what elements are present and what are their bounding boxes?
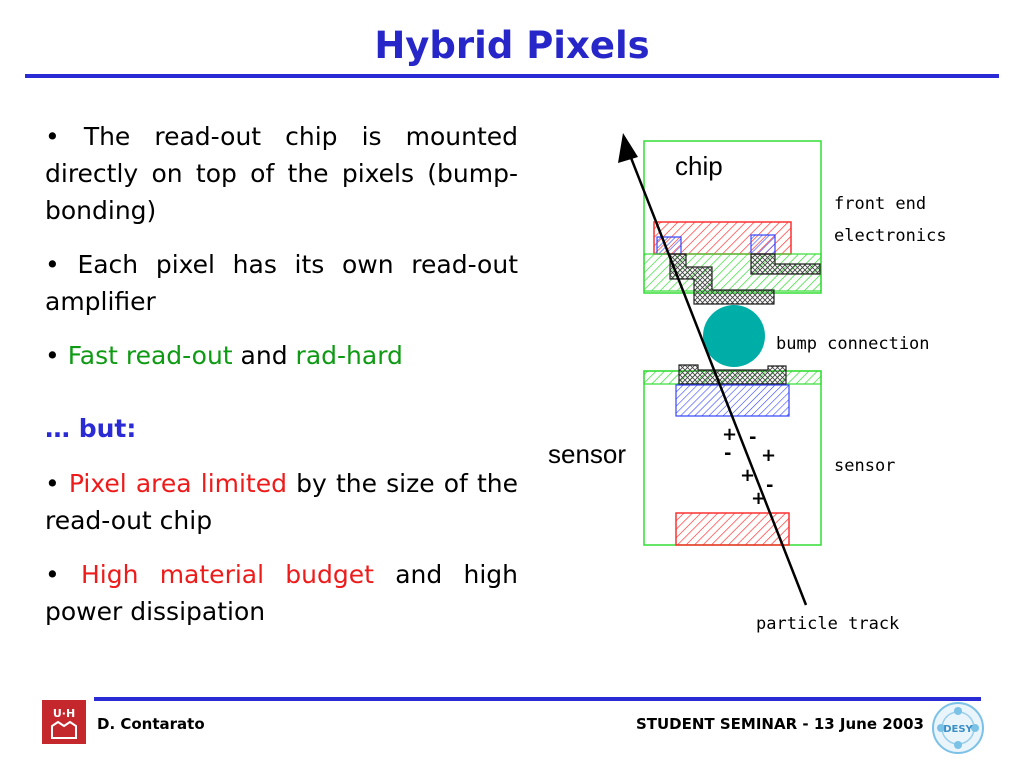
electronics-label: electronics — [834, 226, 947, 246]
fast-readout-text: Fast read-out — [67, 341, 233, 370]
hybrid-pixel-diagram: chip front end electronics bump connecti… — [548, 133, 947, 634]
sensor-left-label: sensor — [548, 439, 626, 469]
bump-ball — [703, 305, 765, 367]
transistor-right — [750, 234, 776, 255]
desy-logo: DESY — [932, 702, 984, 754]
rad-hard-text: rad-hard — [295, 341, 403, 370]
charge-minus: - — [766, 475, 773, 496]
footer-seminar: STUDENT SEMINAR - 13 June 2003 — [635, 715, 924, 733]
desy-logo-text: DESY — [943, 724, 973, 735]
material-budget-text: High material budget — [81, 560, 374, 589]
chip-trace-left — [669, 253, 775, 305]
bullet-item-4: • Pixel area limited by the size of the … — [45, 465, 518, 539]
bullet-dot: • — [45, 341, 60, 370]
bullet-item-2: • Each pixel has its own read-out amplif… — [45, 246, 518, 320]
bullet-text: Each pixel has its own read-out amplifie… — [45, 250, 518, 316]
charge-minus: - — [724, 443, 731, 464]
bullet-text: by the size of the read-out chip — [45, 469, 518, 535]
bullet-dot: • — [45, 250, 60, 279]
front-end-label: front end — [834, 194, 926, 214]
bullet-dot: • — [45, 469, 60, 498]
transistor-left — [656, 236, 682, 255]
sensor-right-label: sensor — [834, 456, 895, 476]
charge-minus: - — [749, 427, 756, 448]
charge-plus: + — [740, 465, 755, 486]
bullet-item-5: • High material budget and high power di… — [45, 556, 518, 630]
title-underline — [25, 74, 999, 78]
university-logo: U·H — [42, 700, 86, 744]
bullet-dot: • — [45, 122, 60, 151]
bullet-text: and — [232, 341, 296, 370]
charge-plus: + — [751, 488, 766, 509]
particle-track-label: particle track — [756, 614, 899, 634]
charge-plus: + — [722, 424, 737, 445]
bullet-list: • The read-out chip is mounted directly … — [45, 118, 518, 647]
bullet-text: and high power dissipation — [45, 560, 518, 626]
bullet-text: The read-out chip is mounted directly on… — [45, 122, 519, 225]
sensor-implant — [675, 384, 790, 417]
slide-title: Hybrid Pixels — [374, 24, 650, 67]
particle-track-line — [624, 144, 808, 606]
charge-plus: + — [761, 445, 776, 466]
sensor-backplane — [675, 512, 790, 546]
sensor-bump-pad — [678, 364, 787, 385]
footer-rule — [94, 697, 981, 701]
footer-author: D. Contarato — [97, 715, 205, 733]
track-arrow-icon — [618, 133, 638, 163]
bullet-dot: • — [45, 560, 60, 589]
but-heading: … but: — [45, 414, 137, 443]
chip-label: chip — [675, 151, 723, 181]
pixel-area-text: Pixel area limited — [68, 469, 287, 498]
bullet-item-3: • Fast read-out and rad-hard — [45, 337, 518, 374]
bullet-item-1: • The read-out chip is mounted directly … — [45, 118, 518, 229]
bump-connection-label: bump connection — [776, 334, 930, 354]
logo-left-text: U·H — [53, 707, 75, 720]
chip-trace-right — [750, 253, 821, 275]
